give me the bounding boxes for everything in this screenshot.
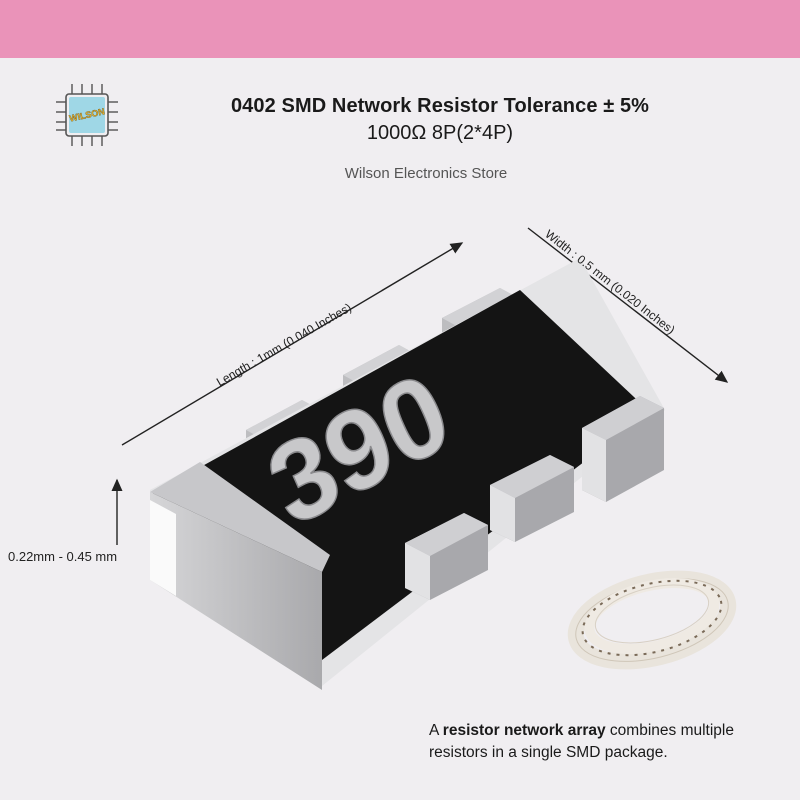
front-terminals bbox=[405, 396, 664, 600]
caption-bold: resistor network array bbox=[442, 722, 606, 739]
store-name: Wilson Electronics Store bbox=[344, 165, 508, 182]
length-arrow bbox=[121, 242, 464, 446]
top-color-band bbox=[0, 0, 800, 58]
tape-reel-image bbox=[567, 570, 737, 670]
left-end-terminal bbox=[150, 462, 330, 690]
description-caption: A resistor network array combines multip… bbox=[429, 720, 789, 764]
caption-suffix: combines multiple resistors in a single … bbox=[429, 722, 734, 761]
caption-prefix: A bbox=[429, 722, 443, 739]
width-arrow bbox=[527, 227, 729, 383]
store-logo: WILSON bbox=[56, 84, 118, 146]
page-title: 0402 SMD Network Resistor Tolerance ± 5% bbox=[230, 95, 650, 117]
height-label: 0.22mm - 0.45 mm bbox=[8, 549, 118, 564]
page-subtitle: 1000Ω 8P(2*4P) bbox=[366, 122, 514, 144]
